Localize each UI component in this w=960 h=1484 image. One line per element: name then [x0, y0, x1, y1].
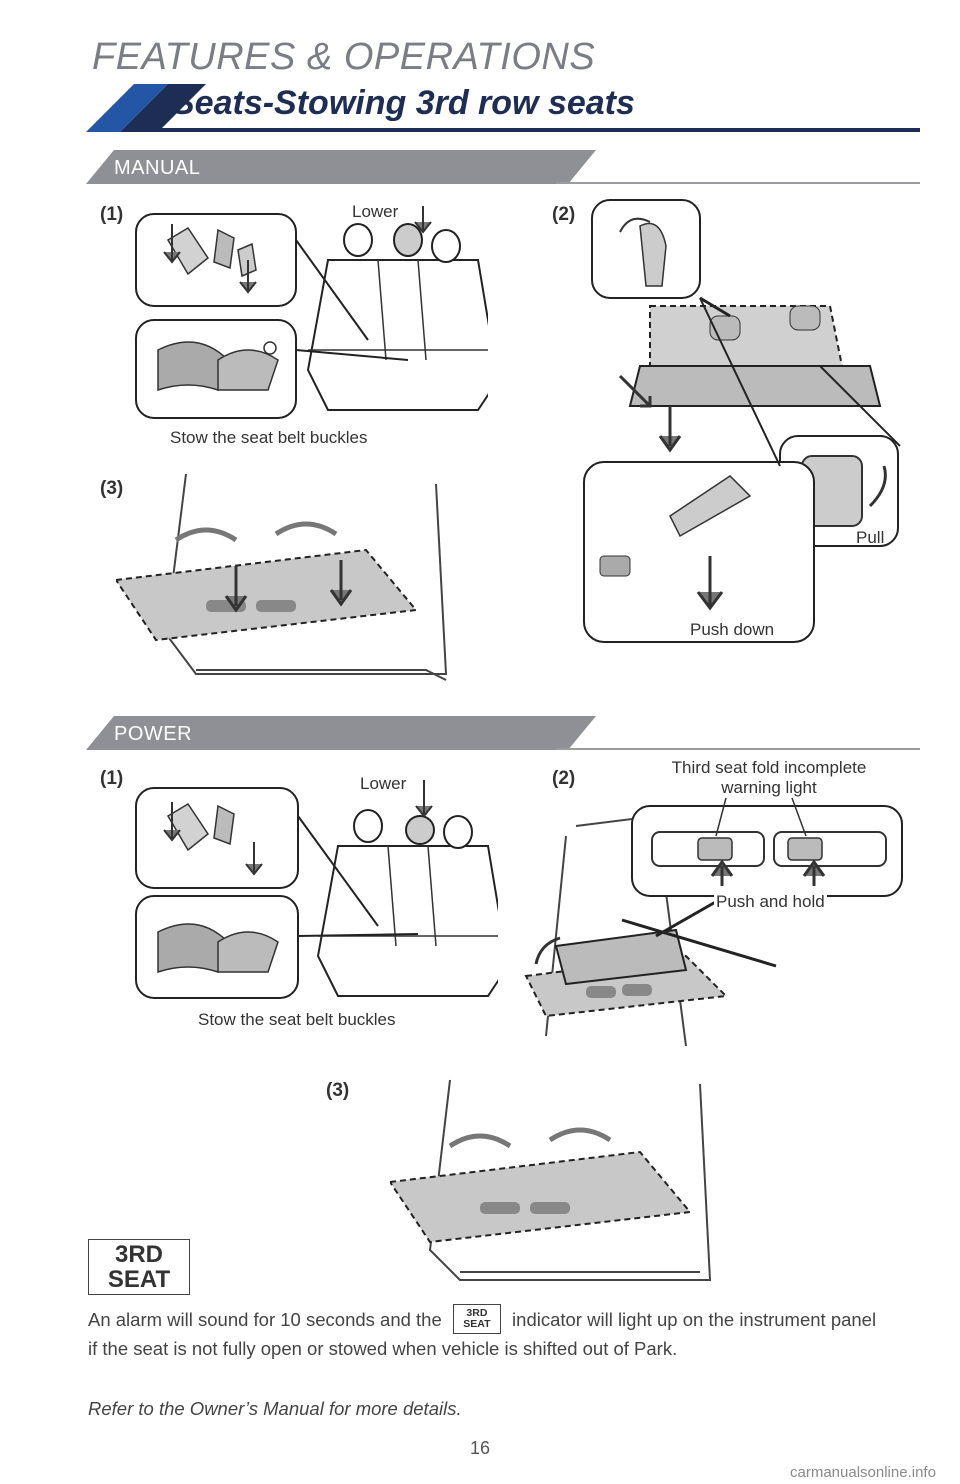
manual-push-down-label: Push down — [690, 620, 775, 639]
warning-light-label-line1: Third seat fold incomplete — [671, 758, 867, 777]
power-band — [86, 716, 920, 750]
power-lower-label: Lower — [360, 774, 407, 793]
manual-step2-number: (2) — [552, 204, 576, 225]
alarm-paragraph: An alarm will sound for 10 seconds and t… — [88, 1304, 888, 1362]
inline-indicator-line2: SEAT — [463, 1318, 491, 1330]
title-banner — [86, 84, 920, 132]
manual-band — [86, 150, 920, 184]
manual-label: MANUAL — [114, 157, 201, 179]
watermark: carmanualsonline.info — [790, 1464, 936, 1481]
power-step1-number: (1) — [100, 768, 124, 789]
indicator-line2: SEAT — [107, 1266, 171, 1293]
manual-stow-caption: Stow the seat belt buckles — [170, 428, 368, 447]
manual-lower-label: Lower — [352, 202, 399, 221]
manual-pull-label: Pull — [856, 528, 885, 547]
indicator-line1: 3RD — [114, 1241, 163, 1268]
alarm-text-part2: indicator will light up on the instrumen… — [88, 1308, 877, 1359]
third-seat-indicator-icon: 3RD SEAT — [88, 1239, 190, 1295]
page-title: Seats-Stowing 3rd row seats — [172, 84, 635, 122]
power-step3-number: (3) — [326, 1080, 350, 1101]
push-hold-label: Push and hold — [714, 892, 827, 912]
third-seat-inline-icon: 3RD SEAT — [452, 1304, 501, 1334]
page-number: 16 — [469, 1438, 491, 1458]
manual-step2-illustration — [583, 199, 901, 643]
power-label: POWER — [114, 723, 193, 745]
alarm-text-part1: An alarm will sound for 10 seconds and t… — [88, 1308, 442, 1330]
manual-step3-number: (3) — [100, 478, 124, 499]
warning-light-label: Third seat fold incomplete warning light — [664, 758, 874, 798]
manual-step1-illustration — [135, 206, 488, 419]
warning-light-label-line2: warning light — [721, 778, 817, 797]
inline-indicator-line1: 3RD — [466, 1307, 488, 1319]
power-step1-illustration — [135, 780, 498, 999]
power-stow-caption: Stow the seat belt buckles — [198, 1010, 396, 1029]
manual-step3-illustration — [116, 473, 448, 681]
power-step2-number: (2) — [552, 768, 576, 789]
section-header: FEATURES & OPERATIONS — [92, 36, 596, 78]
power-step3-illustration — [390, 1079, 712, 1281]
refer-note: Refer to the Owner’s Manual for more det… — [88, 1398, 462, 1419]
manual-step1-number: (1) — [100, 204, 124, 225]
power-step2-illustration — [524, 797, 903, 1047]
